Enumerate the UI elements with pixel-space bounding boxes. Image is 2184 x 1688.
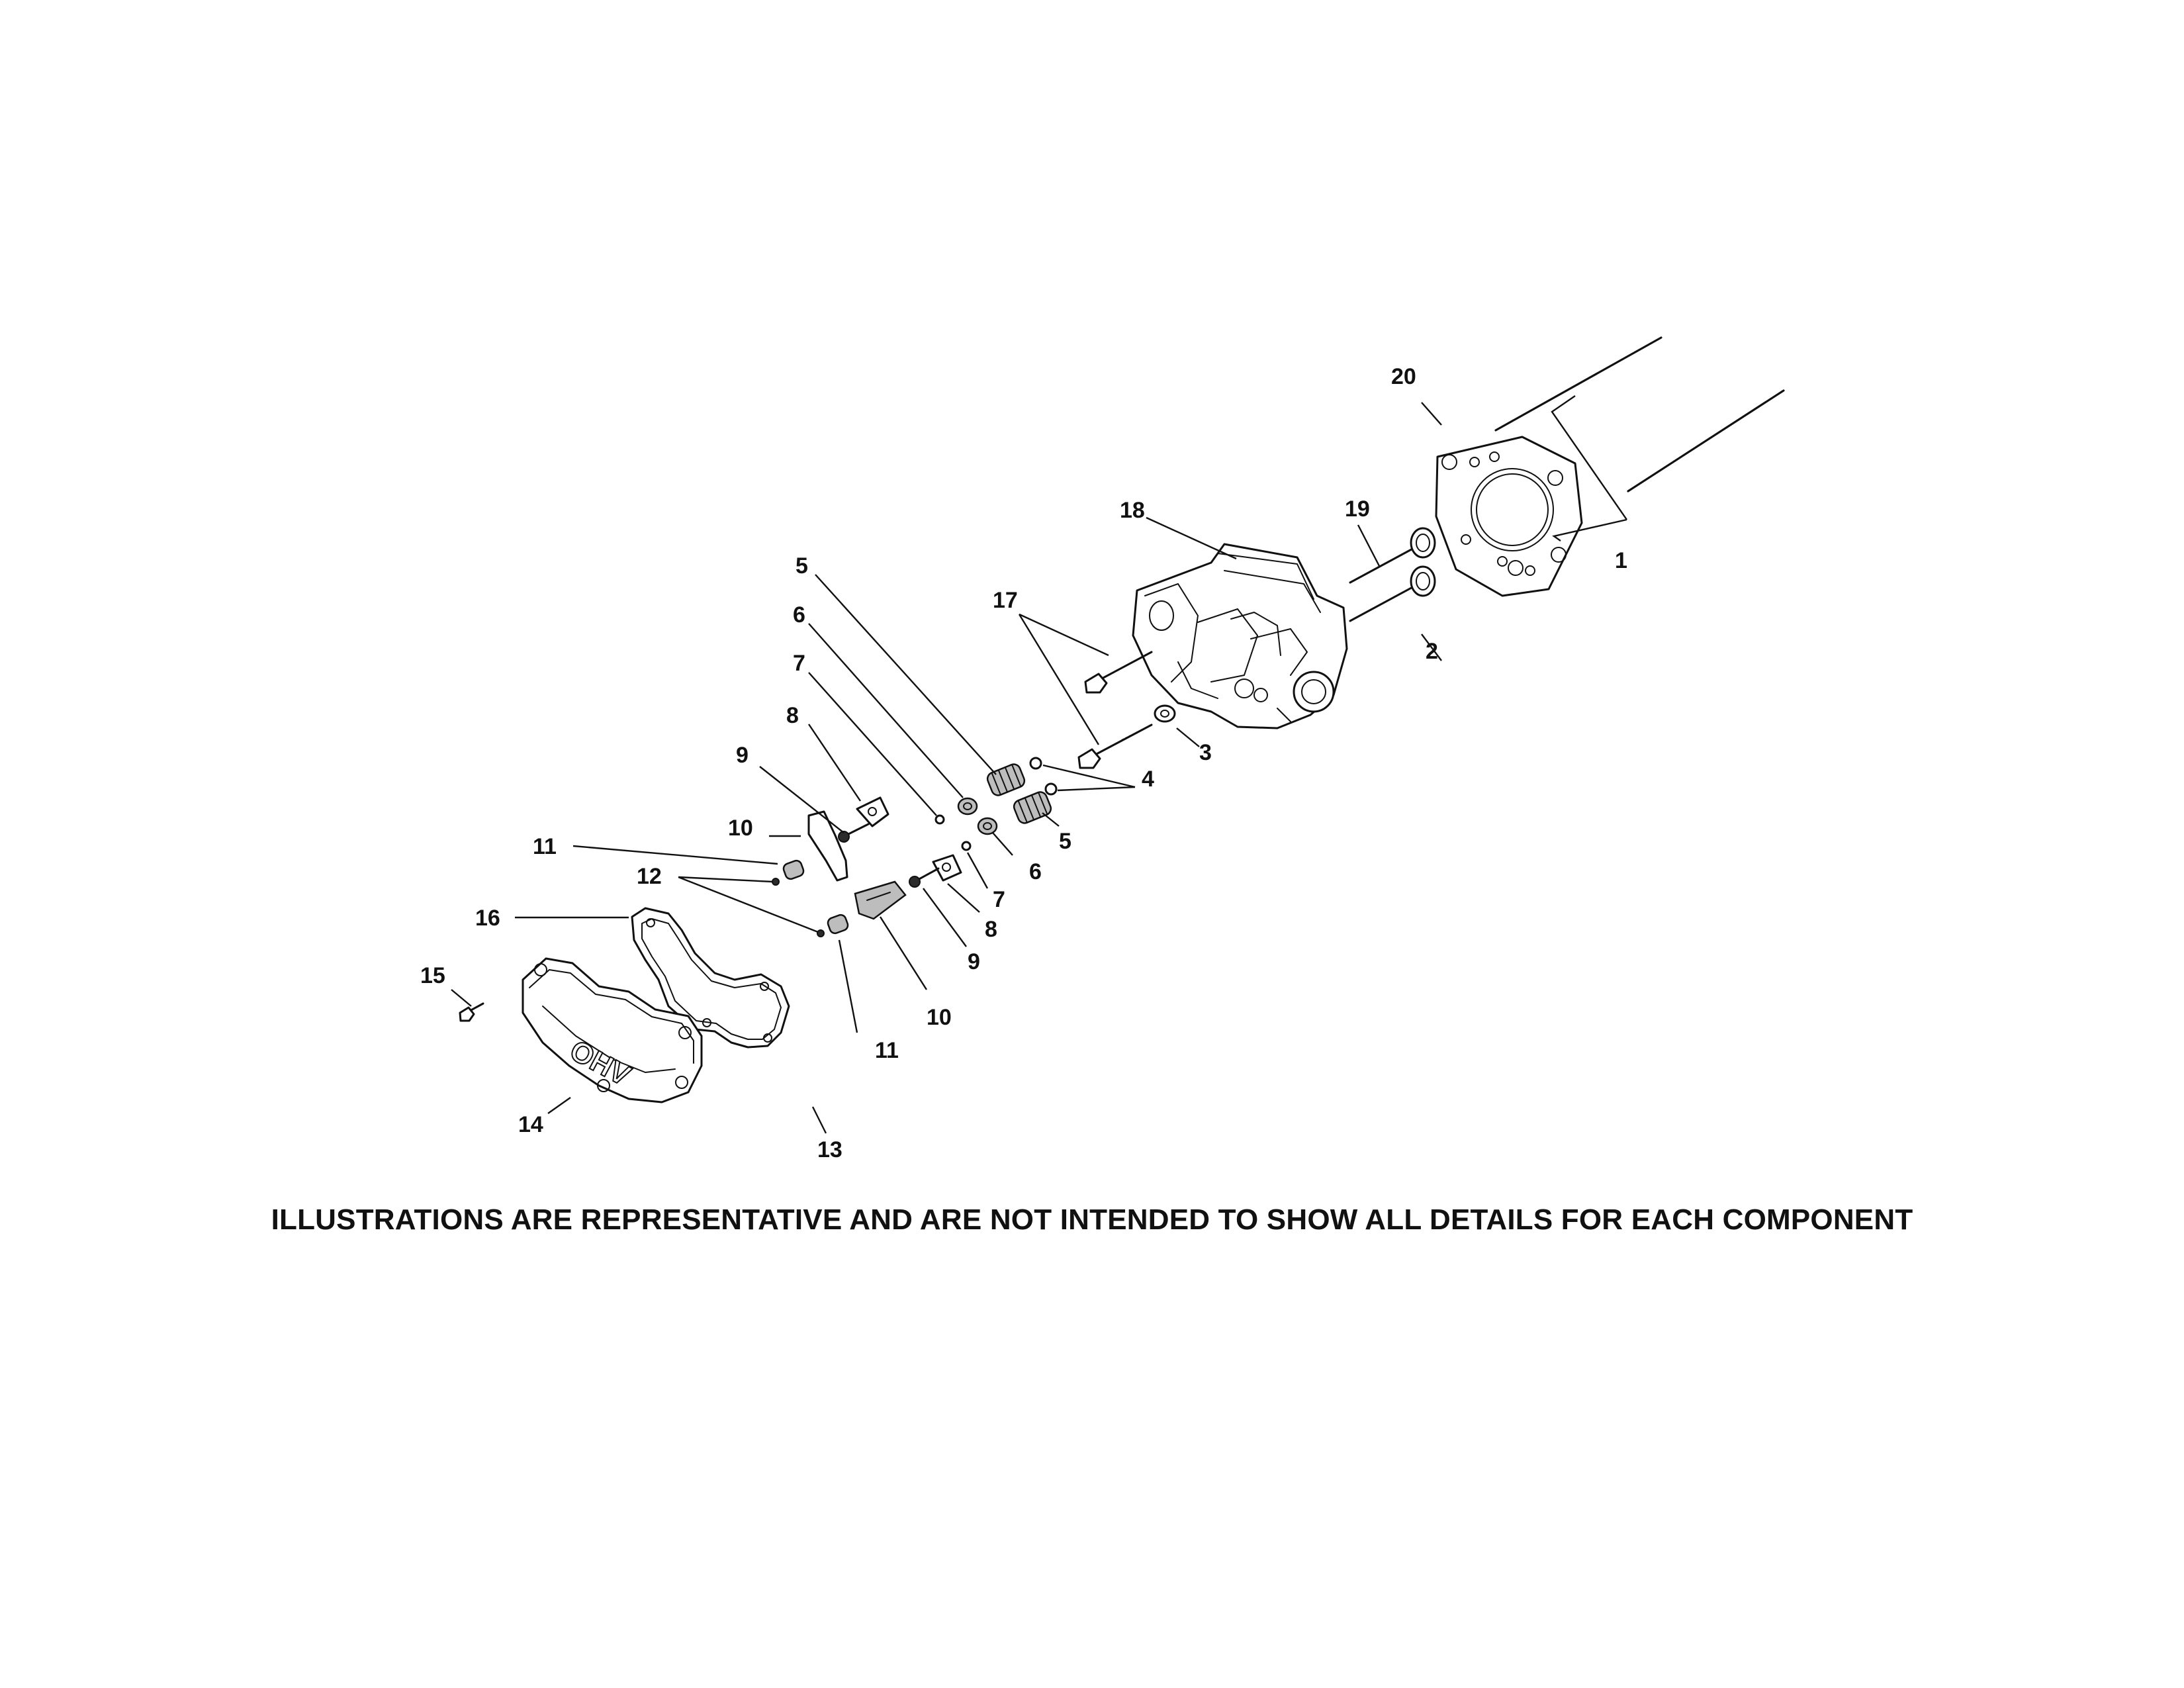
callout-5a: 5 [796,553,808,579]
valve-seals [1029,757,1058,796]
callout-17: 17 [993,588,1018,613]
callout-2: 2 [1426,639,1438,664]
callout-7b: 7 [993,887,1005,912]
callout-9a: 9 [736,743,749,768]
callout-19: 19 [1345,496,1370,522]
valve-cover-gasket [631,907,790,1049]
callout-8b: 8 [985,917,997,942]
disclaimer-text: ILLUSTRATIONS ARE REPRESENTATIVE AND ARE… [271,1203,1913,1236]
head-bolts [1077,651,1153,769]
washer [1154,704,1176,723]
callout-3: 3 [1199,740,1212,765]
callout-4: 4 [1142,767,1154,792]
callout-20: 20 [1391,364,1416,389]
rocker-arms [807,810,907,920]
callout-6a: 6 [793,602,805,628]
rocker-studs [838,823,940,888]
valve-keepers [934,814,972,851]
callout-15: 15 [420,963,445,988]
callout-numbers: 1 2 3 4 5 5 6 6 7 7 8 8 9 9 10 10 11 11 … [420,364,1627,1162]
callout-11a: 11 [533,834,557,859]
breather-hose [750,1094,850,1122]
callout-1: 1 [1615,548,1627,573]
leader-lines [451,395,1627,1134]
valve-springs [986,763,1052,824]
callout-16: 16 [475,906,500,931]
callout-9b: 9 [968,949,980,974]
valves [1349,527,1436,622]
guide-plates [856,796,962,882]
callout-11b: 11 [875,1038,899,1063]
callout-13: 13 [817,1137,842,1162]
valve-cover-screw [459,1002,484,1022]
callout-6b: 6 [1029,859,1042,884]
callout-10b: 10 [927,1005,952,1030]
callout-7a: 7 [793,651,805,676]
spring-retainers [957,797,998,835]
callout-12: 12 [637,864,662,889]
callout-14: 14 [518,1112,543,1137]
head-gasket [1435,436,1583,597]
callout-5b: 5 [1059,829,1071,854]
callout-8a: 8 [786,703,799,728]
callout-10a: 10 [728,816,753,841]
rocker-pivots [782,859,849,935]
push-rods [1494,336,1785,492]
cylinder-head [1132,543,1348,729]
jam-nuts [772,878,825,937]
callout-18: 18 [1120,498,1145,523]
